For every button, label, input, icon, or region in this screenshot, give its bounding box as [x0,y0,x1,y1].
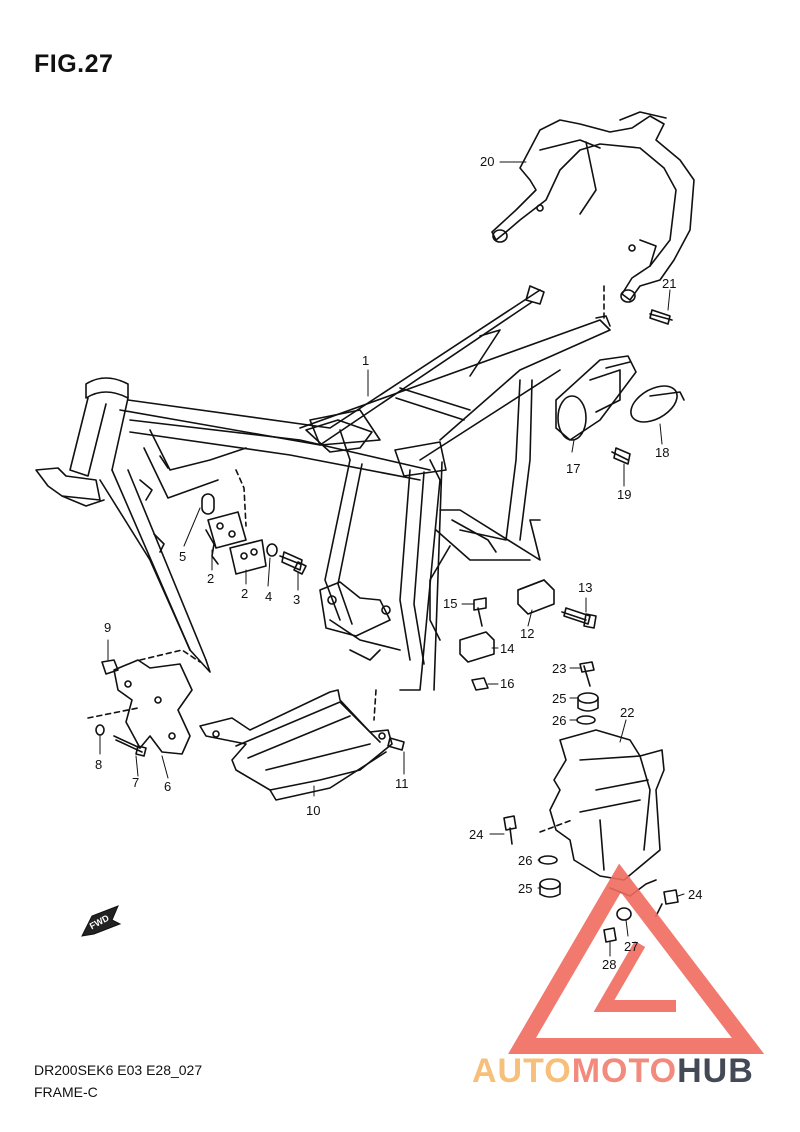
watermark-part-hub: HUB [677,1052,754,1090]
callout-18: 18 [655,445,670,460]
callout-10: 10 [306,803,321,818]
rubber-mounts [459,579,597,691]
ignition-unit [555,355,685,465]
callout-24a: 24 [469,827,484,842]
callout-7: 7 [132,775,140,790]
section-name: FRAME-C [34,1084,98,1100]
battery-case [503,661,679,943]
callout-16: 16 [500,676,515,691]
washer-and-bolt-3-4 [266,543,307,575]
fwd-arrow-icon [81,905,122,937]
callout-3: 3 [293,592,301,607]
callout-5: 5 [179,549,187,564]
callout-2a: 2 [207,571,215,586]
callout-8: 8 [95,757,103,772]
callout-11: 11 [395,776,409,791]
callout-4: 4 [265,589,273,604]
callout-20: 20 [480,154,495,169]
callout-28: 28 [602,957,617,972]
callout-25a: 25 [552,691,567,706]
model-code: DR200SEK6 E03 E28_027 [34,1062,203,1078]
watermark-part-auto: AUTO [472,1052,572,1090]
front-lower-bracket [87,649,201,757]
callout-23: 23 [552,661,567,676]
callout-19: 19 [617,487,632,502]
figure-title: FIG.27 [34,50,114,78]
main-frame [35,285,611,691]
callout-15: 15 [443,596,458,611]
callout-17: 17 [566,461,581,476]
callout-27: 27 [624,939,639,954]
callout-13: 13 [578,580,593,595]
callout-1: 1 [362,353,370,368]
callout-6: 6 [164,779,172,794]
lower-cradle [199,689,405,801]
watermark-part-moto: MOTO [571,1052,678,1090]
callout-26b: 26 [518,853,533,868]
watermark-logo-icon [508,863,765,1054]
rear-carrier [491,111,695,325]
callout-14: 14 [500,641,515,656]
engine-mount-plates [201,469,267,575]
callout-24b: 24 [688,887,703,902]
callout-22: 22 [620,705,635,720]
callout-26a: 26 [552,713,567,728]
watermark-text: AUTOMOTOHUB [472,1052,754,1091]
callout-25b: 25 [518,881,533,896]
callout-9: 9 [104,620,112,635]
callout-21: 21 [662,276,677,291]
leader-lines [99,161,685,957]
callout-2b: 2 [241,586,249,601]
callout-12: 12 [520,626,535,641]
